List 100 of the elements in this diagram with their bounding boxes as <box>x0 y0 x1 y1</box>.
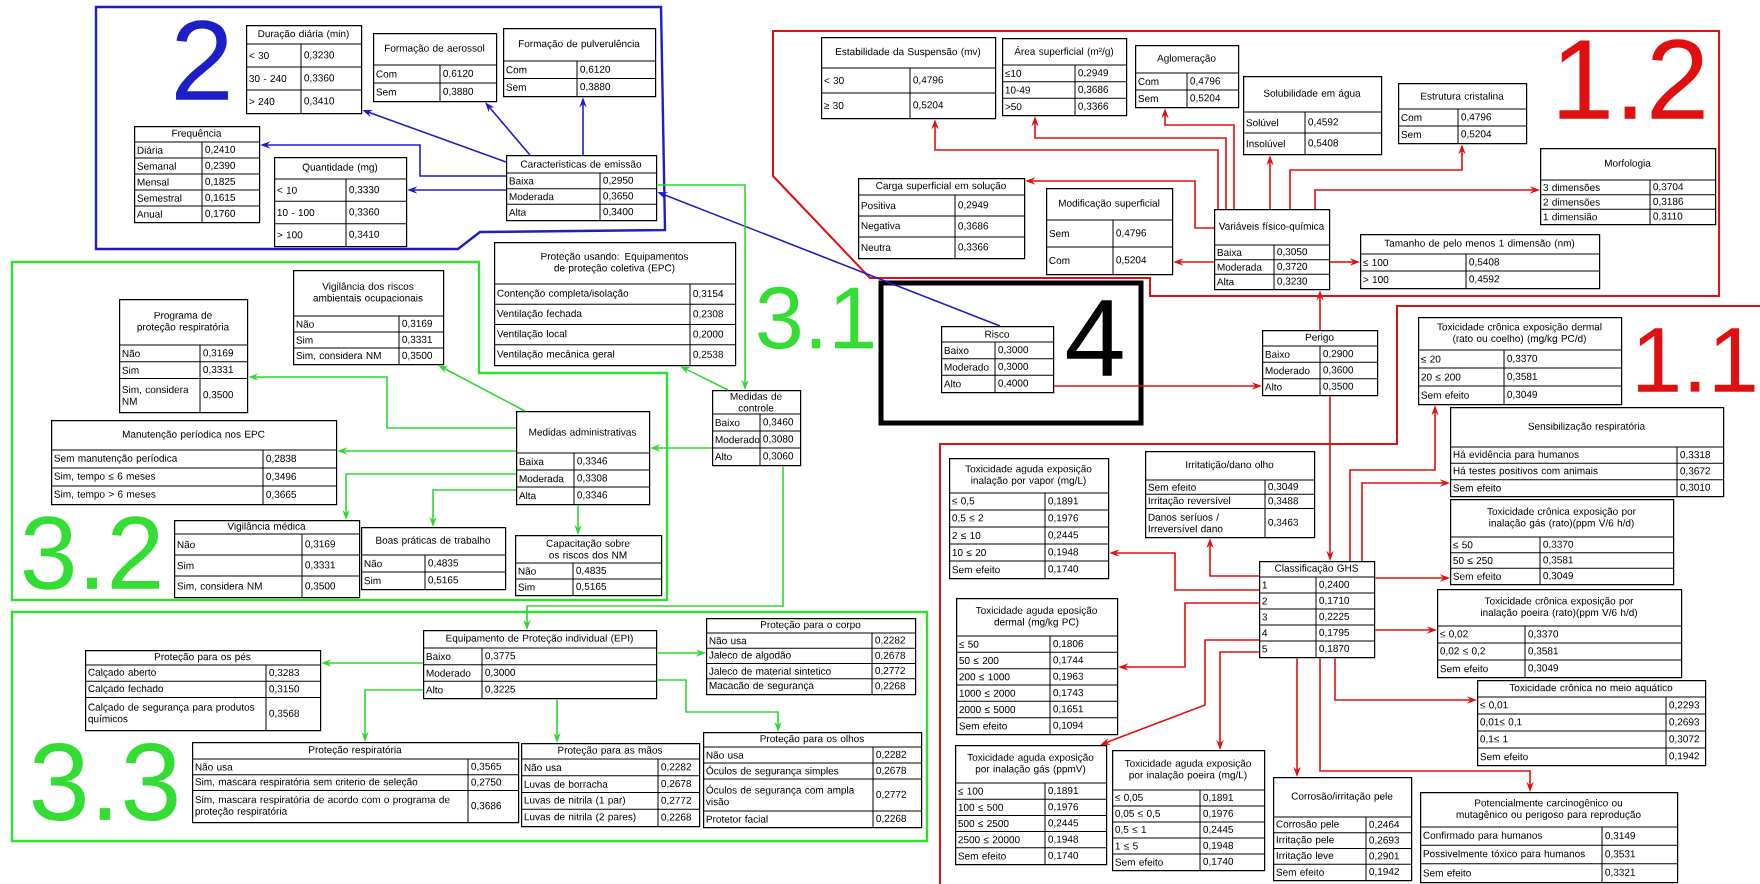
table-cell: 0,3230 <box>304 51 335 60</box>
table-cell: 0,2282 <box>875 636 905 645</box>
table-cell: Luvas de borracha <box>524 780 608 788</box>
table-cell: ≤ 50 <box>1453 541 1473 549</box>
data-table <box>1272 777 1413 882</box>
data-table <box>1001 38 1128 117</box>
table-cell: 3 <box>1262 613 1268 621</box>
table-cell: ≤ 0,02 <box>1440 630 1468 639</box>
data-table <box>1449 499 1675 586</box>
table-title: Vigilância médica <box>227 522 306 532</box>
table-cell: 0,2772 <box>876 790 906 800</box>
table-cell: Sim, mascara respiratória sem criterio de seleção <box>195 777 418 788</box>
data-table <box>1261 330 1379 397</box>
table-cell: 500 ≤ 2500 <box>958 819 1009 828</box>
table-cell: 0,1744 <box>1053 656 1084 665</box>
table-cell: 0,3318 <box>1680 451 1711 460</box>
region-frame <box>878 280 1144 426</box>
region-number: 1.2 <box>1559 39 1704 119</box>
table-cell: 0,1615 <box>205 193 236 203</box>
table-cell: 2 <box>1262 597 1267 605</box>
table-cell: 0,2900 <box>1323 350 1354 359</box>
table-cell: 0,3880 <box>443 87 474 97</box>
table-cell: 2 ≤ 10 <box>952 531 981 540</box>
table-cell: 0,3110 <box>1653 212 1683 221</box>
table-cell: Anual <box>136 210 162 218</box>
table-cell: 0,3370 <box>1507 354 1538 364</box>
data-table <box>1419 792 1679 884</box>
data-table <box>1476 680 1707 767</box>
table-cell: 0,3000 <box>485 668 516 678</box>
table-cell: 0,02 ≤ 0,2 <box>1440 647 1485 656</box>
table-cell: 0,2390 <box>205 161 236 171</box>
table-cell: 0,2901 <box>1369 852 1399 861</box>
table-cell: > 240 <box>249 97 275 106</box>
table-cell: Sem efeito <box>959 722 1007 730</box>
table-cell: 10 - 100 <box>277 208 315 217</box>
data-table <box>1258 561 1376 659</box>
table-cell: Irritação leve <box>1276 851 1334 862</box>
table-cell: 0,3500 <box>402 351 433 361</box>
table-cell: 0,3500 <box>1323 382 1354 391</box>
table-cell: 0,4796 <box>1116 229 1147 238</box>
table-cell: 0,5408 <box>1308 139 1339 148</box>
table-title: Toxicidade crônica exposição dermal (rato ou coelho) (mg/kg PC/d) <box>1437 323 1602 344</box>
table-cell: Luvas de nitrila (2 pares) <box>524 812 636 823</box>
table-cell: Sim <box>177 561 194 570</box>
table-cell: 0,3330 <box>349 186 380 195</box>
table-cell: Baixa <box>519 457 544 466</box>
table-cell: Corrosão pele <box>1276 820 1339 830</box>
table-cell: Negativa <box>861 221 901 232</box>
table-cell: 0,3331 <box>305 561 335 570</box>
data-table <box>1417 317 1623 406</box>
table-cell: Moderado <box>715 435 760 444</box>
table-cell: 0,5204 <box>1461 130 1492 139</box>
table-title: Toxicidade aguda exposição inalação por vapor (mg/L) <box>965 465 1092 486</box>
table-title: Proteção para o corpo <box>761 620 861 631</box>
table-cell: 0,1740 <box>1203 857 1234 867</box>
data-table <box>1111 750 1266 872</box>
table-cell: Sem efeito <box>1276 868 1324 876</box>
table-title: Duração diária (min) <box>258 29 349 40</box>
table-cell: 0,2282 <box>876 750 906 760</box>
table-cell: Protetor facial <box>706 815 768 823</box>
table-title: Potencialmente carcinogênico ou mutagênico ou perigoso para reprodução <box>1456 799 1641 820</box>
table-cell: 0,5204 <box>1116 256 1147 265</box>
data-table <box>502 28 657 98</box>
table-cell: Baixo <box>1265 350 1290 358</box>
table-cell: 0,5204 <box>1190 94 1221 103</box>
table-title: Proteção para os olhos <box>760 734 864 745</box>
table-cell: 0,1948 <box>1048 835 1079 844</box>
table-title: Formação de aerossol <box>385 44 485 54</box>
table-cell: Sim, considera NM <box>122 385 189 405</box>
table-cell: Sem efeito <box>1148 483 1196 491</box>
table-cell: 200 ≤ 1000 <box>959 673 1010 681</box>
table-cell: 0,3500 <box>305 582 336 591</box>
table-cell: 100 ≤ 500 <box>958 803 1004 811</box>
table-cell: Moderada <box>1217 263 1262 271</box>
table-cell: Danos seríuos / Irreversível dano <box>1148 513 1223 533</box>
table-title: Área superficial (m²/g) <box>1014 46 1114 57</box>
table-cell: 0,3400 <box>603 208 634 217</box>
table-cell: Com <box>1401 113 1422 122</box>
table-cell: Alta <box>1216 278 1235 286</box>
table-title: Sensibilização respiratória <box>1528 422 1646 432</box>
table-cell: 0,1963 <box>1053 672 1084 681</box>
table-cell: 0,2838 <box>266 454 297 464</box>
table-cell: Luvas de nitrila (1 par) <box>524 796 625 806</box>
table-cell: ≤ 20 <box>1421 355 1441 363</box>
table-cell: 0,2693 <box>1669 718 1700 727</box>
table-cell: 0,1795 <box>1319 628 1350 638</box>
data-table <box>705 618 917 696</box>
table-cell: Semanal <box>137 162 176 170</box>
table-cell: 0,2268 <box>875 682 906 691</box>
table-cell: 0,3049 <box>1268 482 1298 492</box>
table-cell: 0,5 ≤ 2 <box>952 514 983 523</box>
table-cell: Sem efeito <box>1480 752 1528 761</box>
table-cell: Alto <box>425 686 443 694</box>
table-cell: 0,3463 <box>1268 518 1299 527</box>
table-cell: 0,1740 <box>1048 565 1079 574</box>
data-table <box>360 527 507 591</box>
table-cell: 0,01≤ 0,1 <box>1480 718 1522 727</box>
table-cell: 2 dimensões <box>1543 198 1600 206</box>
data-table <box>955 598 1119 736</box>
table-title: Medidas administrativas <box>529 428 637 436</box>
